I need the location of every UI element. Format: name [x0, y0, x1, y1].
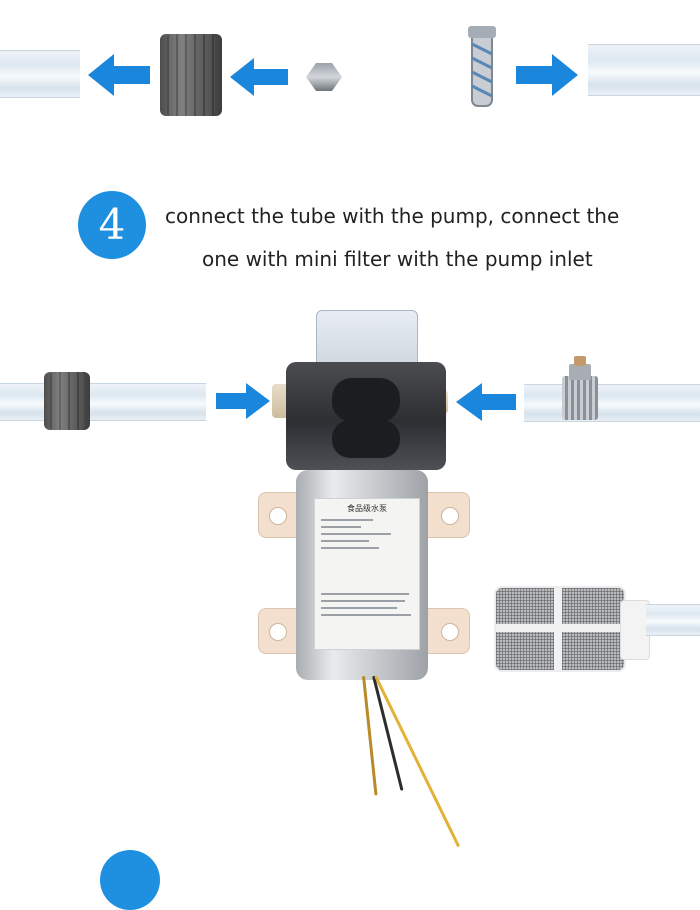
pump-head-chamber [332, 378, 400, 422]
clamp-screw-icon [569, 356, 591, 380]
step-number-badge: 4 [78, 191, 146, 259]
pump-head-chamber [332, 420, 400, 458]
ferrule-icon [306, 63, 342, 91]
next-step-badge-partial [100, 850, 160, 910]
instruction-line-1: connect the tube with the pump, connect … [165, 204, 620, 228]
inlet-hose-clamp [562, 376, 598, 420]
power-wire-yellow [374, 675, 461, 848]
tube-top-right [588, 44, 700, 96]
power-wire-red [362, 675, 378, 796]
hose-clamp-icon [468, 26, 496, 107]
mini-filter-screen [494, 586, 626, 672]
pump-label-plate: 食品级水泵 [314, 498, 420, 650]
pump-head [286, 362, 446, 470]
tube-top-left [0, 50, 80, 98]
outlet-tube [0, 383, 206, 421]
outlet-compression-nut [44, 372, 90, 430]
arrow-left-icon [456, 383, 516, 421]
arrow-left-icon [88, 54, 150, 96]
arrow-right-icon [516, 54, 578, 96]
instruction-line-2: one with mini filter with the pump inlet [202, 247, 593, 271]
arrow-left-icon [230, 58, 288, 96]
pump-label-title: 食品级水泵 [347, 504, 387, 513]
power-wire-black [372, 675, 404, 791]
arrow-right-icon [216, 383, 270, 419]
inlet-tube [524, 384, 700, 422]
filter-tube [646, 604, 700, 636]
compression-nut [160, 34, 222, 116]
